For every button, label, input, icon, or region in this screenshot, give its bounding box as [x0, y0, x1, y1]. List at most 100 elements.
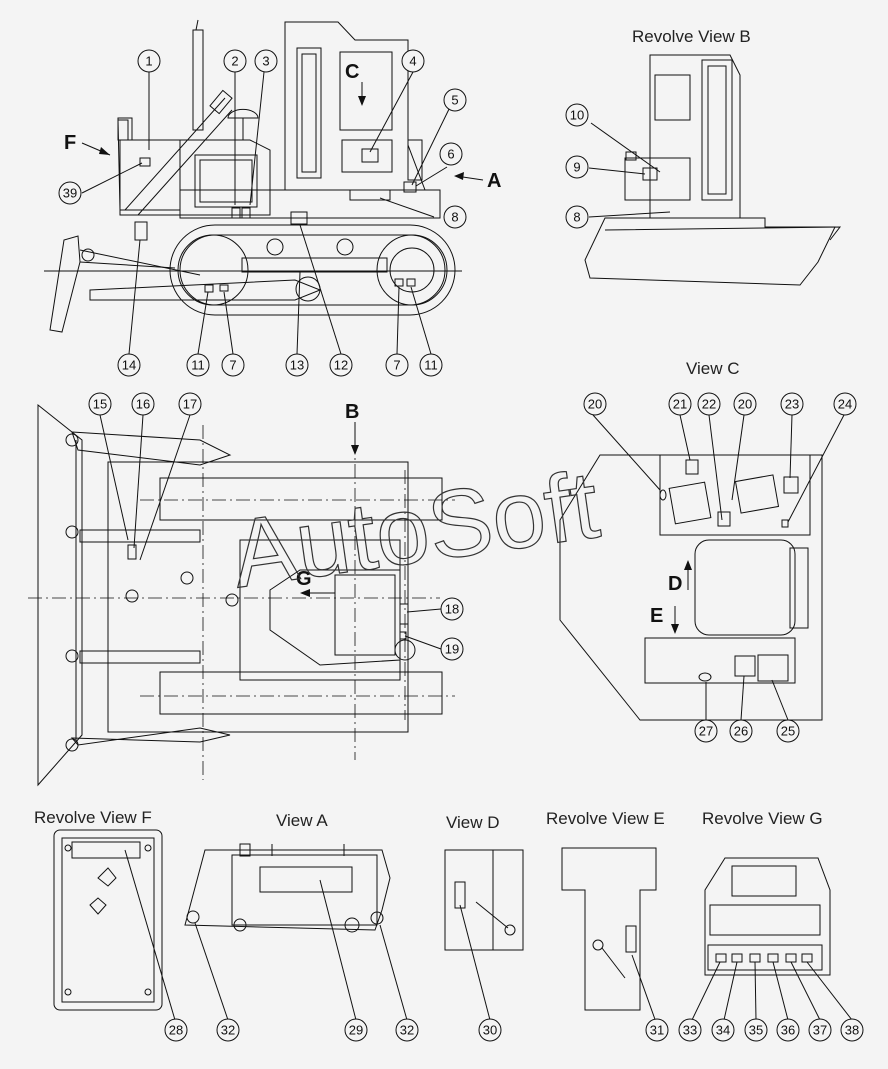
callout-15: 15 — [88, 392, 112, 416]
callout-38: 38 — [840, 1018, 864, 1042]
callout-31: 31 — [645, 1018, 669, 1042]
view-d-title: View D — [446, 813, 500, 832]
callout-label: 7 — [393, 358, 400, 373]
view-a-title: View A — [276, 811, 328, 830]
view-a: View A — [184, 811, 408, 1021]
callout-label: 32 — [221, 1023, 235, 1038]
callout-label: 12 — [334, 358, 348, 373]
callout-11: 11 — [186, 353, 210, 377]
revolve-view-g: Revolve View G — [691, 809, 853, 1021]
callout-13: 13 — [285, 353, 309, 377]
revolve-view-g-title: Revolve View G — [702, 809, 823, 828]
callout-23: 23 — [780, 392, 804, 416]
callout-label: 10 — [570, 108, 584, 123]
view-d: View D — [444, 813, 524, 1021]
callout-label: 13 — [290, 358, 304, 373]
callout-label: 18 — [445, 602, 459, 617]
callout-14: 14 — [117, 353, 141, 377]
callout-label: 27 — [699, 724, 713, 739]
callout-7: 7 — [221, 353, 245, 377]
callout-10: 10 — [565, 103, 589, 127]
callout-label: 2 — [231, 54, 238, 69]
revolve-view-f-title: Revolve View F — [34, 808, 152, 827]
callout-label: 19 — [445, 642, 459, 657]
direction-letter-e: E — [650, 605, 663, 627]
callout-label: 9 — [573, 160, 580, 175]
callout-28: 28 — [164, 1018, 188, 1042]
revolve-view-e-title: Revolve View E — [546, 809, 665, 828]
callout-27: 27 — [694, 719, 718, 743]
callout-label: 33 — [683, 1023, 697, 1038]
callout-8: 8 — [565, 205, 589, 229]
callout-1: 1 — [137, 49, 161, 73]
callout-label: 34 — [716, 1023, 730, 1038]
callout-label: 17 — [183, 397, 197, 412]
callout-label: 26 — [734, 724, 748, 739]
callout-label: 15 — [93, 397, 107, 412]
callout-20: 20 — [733, 392, 757, 416]
callout-5: 5 — [443, 88, 467, 112]
callout-21: 21 — [668, 392, 692, 416]
callout-label: 31 — [650, 1023, 664, 1038]
side-view: F A C — [44, 19, 501, 355]
top-view: B G — [28, 401, 455, 787]
callout-label: 35 — [749, 1023, 763, 1038]
callout-20: 20 — [583, 392, 607, 416]
direction-letter-a: A — [487, 170, 501, 192]
callout-16: 16 — [131, 392, 155, 416]
callout-label: 25 — [781, 724, 795, 739]
callout-label: 20 — [738, 397, 752, 412]
callout-35: 35 — [744, 1018, 768, 1042]
callout-11: 11 — [419, 353, 443, 377]
callout-label: 28 — [169, 1023, 183, 1038]
callout-label: 32 — [400, 1023, 414, 1038]
callout-33: 33 — [678, 1018, 702, 1042]
callout-label: 1 — [145, 54, 152, 69]
watermark-text: AutoSoft — [226, 451, 606, 608]
view-c-title: View C — [686, 359, 740, 378]
revolve-view-b: Revolve View B — [584, 27, 842, 286]
callout-25: 25 — [776, 719, 800, 743]
callout-26: 26 — [729, 719, 753, 743]
direction-letter-b: B — [345, 401, 359, 423]
callout-36: 36 — [776, 1018, 800, 1042]
callout-label: 11 — [191, 358, 205, 373]
callout-label: 20 — [588, 397, 602, 412]
callout-24: 24 — [833, 392, 857, 416]
callout-label: 4 — [409, 54, 416, 69]
callout-label: 29 — [349, 1023, 363, 1038]
callout-label: 8 — [573, 210, 580, 225]
callout-label: 5 — [451, 93, 458, 108]
callout-8: 8 — [443, 205, 467, 229]
direction-letter-g: G — [296, 568, 312, 590]
callout-label: 8 — [451, 210, 458, 225]
callout-label: 36 — [781, 1023, 795, 1038]
callout-label: 6 — [447, 147, 454, 162]
callout-label: 37 — [813, 1023, 827, 1038]
callout-label: 30 — [483, 1023, 497, 1038]
callout-label: 7 — [229, 358, 236, 373]
callout-label: 14 — [122, 358, 136, 373]
callout-6: 6 — [439, 142, 463, 166]
revolve-view-e: Revolve View E — [546, 809, 665, 1026]
callout-label: 22 — [702, 397, 716, 412]
direction-letter-d: D — [668, 573, 682, 595]
callout-22: 22 — [697, 392, 721, 416]
callout-7: 7 — [385, 353, 409, 377]
callout-label: 16 — [136, 397, 150, 412]
direction-letter-f: F — [64, 132, 76, 154]
callout-2: 2 — [223, 49, 247, 73]
callout-label: 3 — [262, 54, 269, 69]
callout-29: 29 — [344, 1018, 368, 1042]
callout-3: 3 — [254, 49, 278, 73]
callout-label: 39 — [63, 186, 77, 201]
callout-39: 39 — [58, 181, 82, 205]
callout-30: 30 — [478, 1018, 502, 1042]
callout-37: 37 — [808, 1018, 832, 1042]
callout-32: 32 — [216, 1018, 240, 1042]
revolve-view-f: Revolve View F — [34, 808, 176, 1021]
view-c: View C D E — [559, 359, 845, 721]
direction-letter-c: C — [345, 61, 359, 83]
